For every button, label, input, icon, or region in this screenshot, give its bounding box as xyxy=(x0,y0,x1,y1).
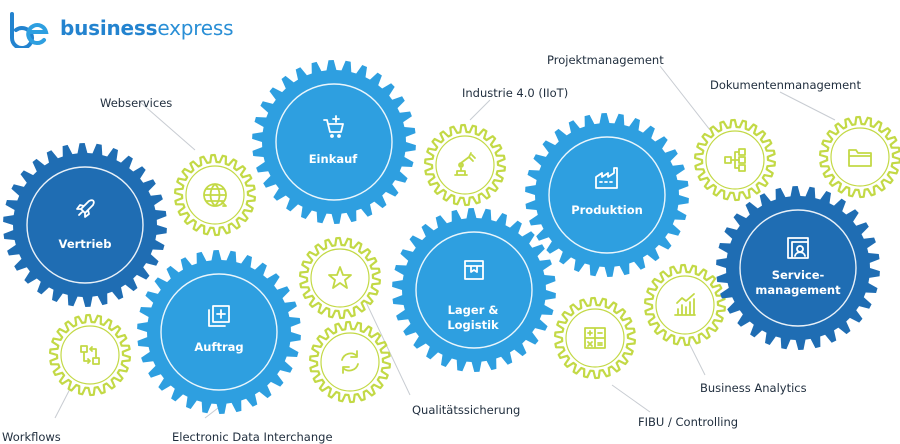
satellite-gear-fibu xyxy=(554,296,636,380)
satellite-gear-workflows xyxy=(49,313,131,397)
gear-inner-ring xyxy=(185,165,245,225)
cart-icon xyxy=(323,115,344,138)
gear-outline xyxy=(49,313,131,397)
gear-inner-ring xyxy=(705,130,765,190)
satellite-gear-edi xyxy=(309,320,391,404)
gear-inner-ring xyxy=(739,209,857,327)
module-gear-auftrag xyxy=(137,250,301,414)
gear-label-service: Service- management xyxy=(755,268,841,297)
hierarchy-icon xyxy=(724,148,746,172)
gear-inner-ring xyxy=(435,135,495,195)
gear-inner-ring xyxy=(26,166,144,284)
satellite-gear-dokumente xyxy=(819,115,900,199)
brand-logo: businessexpress xyxy=(4,6,234,50)
refresh-icon xyxy=(341,350,359,374)
satellite-gear-analytics xyxy=(644,263,726,347)
gear-outline xyxy=(424,123,506,207)
gear-inner-ring xyxy=(830,127,890,187)
gear-label-auftrag: Auftrag xyxy=(194,340,244,354)
gear-inner-ring xyxy=(160,273,278,391)
connector-line xyxy=(54,384,73,419)
contact-card-icon xyxy=(787,237,809,259)
satellite-gear-industrie xyxy=(424,123,506,207)
gear-label-lager: Lager & Logistik xyxy=(447,303,499,332)
gear-outline xyxy=(644,263,726,347)
label-qualitaet: Qualitätssicherung xyxy=(412,403,521,417)
satellite-gear-qualitaet xyxy=(299,236,381,320)
add-document-icon xyxy=(208,305,230,327)
rocket-icon xyxy=(76,199,95,218)
gear-label-einkauf: Einkauf xyxy=(308,152,358,166)
globe-icon xyxy=(203,183,227,207)
brand-name: businessexpress xyxy=(60,16,234,40)
gear-inner-ring xyxy=(320,332,380,392)
module-gear-lager xyxy=(392,208,556,372)
calculator-icon xyxy=(584,327,606,349)
be-logo-icon xyxy=(10,12,49,48)
bar-chart-icon xyxy=(674,293,696,316)
label-industrie: Industrie 4.0 (IIoT) xyxy=(462,86,569,100)
gear-label-produktion: Produktion xyxy=(571,203,643,217)
module-gear-produktion xyxy=(525,113,689,277)
gear-inner-ring xyxy=(415,231,533,349)
workflow-icon xyxy=(80,345,100,365)
gear-inner-ring xyxy=(565,308,625,368)
connector-line xyxy=(779,91,836,121)
connector-line xyxy=(659,65,711,131)
connector-line xyxy=(364,299,411,396)
module-gear-service xyxy=(716,186,880,350)
satellite-gear-webservices xyxy=(174,153,256,237)
label-workflows: Workflows xyxy=(2,430,61,444)
label-projekt: Projektmanagement xyxy=(547,53,664,67)
brand-prefix: business xyxy=(60,16,158,40)
gear-inner-ring xyxy=(655,275,715,335)
robot-arm-icon xyxy=(454,152,476,176)
label-fibu: FIBU / Controlling xyxy=(638,415,739,429)
connector-line xyxy=(139,101,196,151)
connector-line xyxy=(469,99,491,121)
gear-inner-ring xyxy=(275,83,393,201)
gear-inner-ring xyxy=(548,136,666,254)
folder-icon xyxy=(848,149,872,167)
label-edi: Electronic Data Interchange xyxy=(172,430,333,444)
star-icon xyxy=(328,266,352,289)
label-analytics: Business Analytics xyxy=(700,381,807,395)
factory-icon xyxy=(595,167,618,189)
connector-line xyxy=(611,384,651,413)
brand-suffix: express xyxy=(157,16,234,40)
gear-inner-ring xyxy=(60,325,120,385)
satellite-gear-projekt xyxy=(694,118,776,202)
label-webservices: Webservices xyxy=(100,96,173,110)
module-gear-vertrieb xyxy=(3,143,167,307)
module-gear-einkauf xyxy=(252,60,416,224)
gear-outline xyxy=(819,115,900,199)
label-dokumente: Dokumentenmanagement xyxy=(710,78,861,92)
gear-inner-ring xyxy=(310,248,370,308)
gear-outline xyxy=(309,320,391,404)
gear-label-vertrieb: Vertrieb xyxy=(58,237,112,251)
gear-outline xyxy=(299,236,381,320)
box-icon xyxy=(464,260,484,280)
